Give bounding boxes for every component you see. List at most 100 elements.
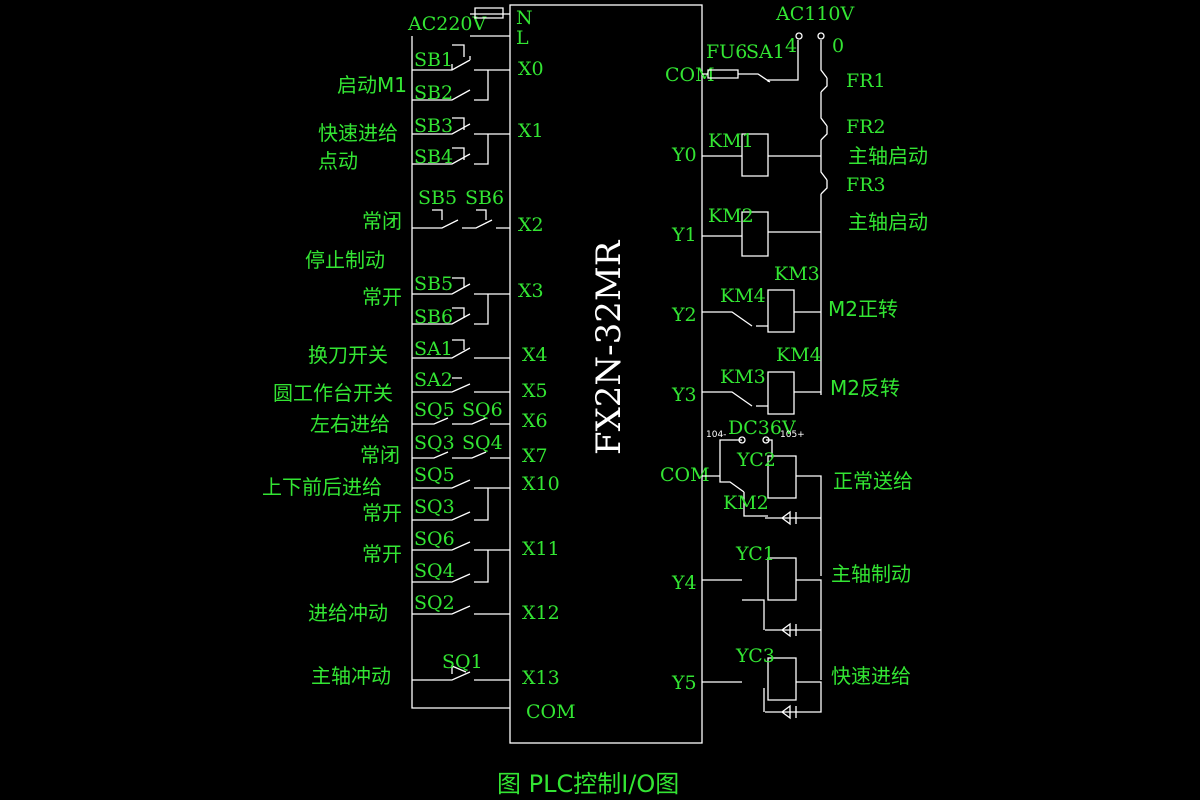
input-function-nc-2: 常闭 xyxy=(360,443,400,467)
input-device-sq3-no: SQ3 xyxy=(414,496,455,518)
input-device-sq5-nc: SQ5 xyxy=(414,399,455,421)
output-terminal-com-2: COM xyxy=(660,464,710,486)
output-terminal-y2: Y2 xyxy=(671,304,697,326)
output-terminal-com-1: COM xyxy=(665,64,715,86)
input-function-start-m1: 启动M1 xyxy=(337,73,407,97)
input-common-bus xyxy=(411,36,510,709)
input-function-feed-inching: 进给冲动 xyxy=(308,601,388,625)
input-device-sq1: SQ1 xyxy=(442,651,483,673)
output-function-spindle-start-2: 主轴启动 xyxy=(848,210,928,234)
ac220-label: AC220V xyxy=(407,13,487,35)
output-device-km3-contact: KM3 xyxy=(720,366,766,388)
input-function-vertical-feed: 上下前后进给 xyxy=(262,475,382,499)
output-terminal-y3: Y3 xyxy=(671,384,697,406)
input-device-sq5-no: SQ5 xyxy=(414,464,455,486)
input-function-spindle-inching: 主轴冲动 xyxy=(311,664,391,688)
plc-body xyxy=(509,4,703,744)
output-device-fr3: FR3 xyxy=(846,174,886,196)
output-device-km2: KM2 xyxy=(708,205,754,227)
dc36-label: DC36V xyxy=(728,417,796,439)
input-device-sa2: SA2 xyxy=(414,369,453,391)
input-device-sb3: SB3 xyxy=(414,115,453,137)
input-terminal-x4: X4 xyxy=(522,344,548,366)
ac220-wiring xyxy=(470,7,510,37)
output-function-normal-feed: 正常送给 xyxy=(833,469,913,493)
output-terminal-y1: Y1 xyxy=(671,224,697,246)
input-terminal-x11: X11 xyxy=(522,538,560,560)
input-terminal-x0: X0 xyxy=(518,58,544,80)
input-function-left-right-feed: 左右进给 xyxy=(310,412,390,436)
output-device-km2-contact: KM2 xyxy=(723,492,769,514)
input-terminal-x7: X7 xyxy=(522,445,548,467)
input-terminal-x6: X6 xyxy=(522,410,548,432)
input-terminal-x10: X10 xyxy=(522,473,560,495)
output-device-fu6: FU6 xyxy=(706,41,747,63)
output-device-yc3: YC3 xyxy=(735,645,775,667)
input-function-no-1: 常开 xyxy=(362,285,402,309)
output-device-km4-coil: KM4 xyxy=(776,344,822,366)
ac110-terminal-0: 0 xyxy=(832,35,844,57)
input-terminal-x13: X13 xyxy=(522,667,560,689)
input-terminal-com: COM xyxy=(526,701,576,723)
output-device-fr2: FR2 xyxy=(846,116,886,138)
output-device-km1: KM1 xyxy=(708,130,754,152)
output-terminal-y5: Y5 xyxy=(671,672,697,694)
dc-positive-label: 105+ xyxy=(780,430,805,440)
input-device-sb6-nc: SB6 xyxy=(465,187,504,209)
output-device-km3-coil: KM3 xyxy=(774,263,820,285)
output-function-m2-reverse: M2反转 xyxy=(830,376,900,400)
input-device-sb2: SB2 xyxy=(414,82,453,104)
input-device-sb5-nc: SB5 xyxy=(418,187,457,209)
input-wiring xyxy=(412,44,510,681)
ac110-terminal-4: 4 xyxy=(785,35,797,57)
output-device-fr1: FR1 xyxy=(846,70,886,92)
input-device-sq2: SQ2 xyxy=(414,592,455,614)
output-terminal-y0: Y0 xyxy=(671,144,697,166)
input-terminal-x3: X3 xyxy=(518,280,544,302)
terminal-4-node xyxy=(795,32,803,40)
terminal-l: L xyxy=(516,27,529,49)
input-function-stop-brake: 停止制动 xyxy=(305,248,385,272)
terminal-n: N xyxy=(516,7,533,29)
input-function-nc-1: 常闭 xyxy=(362,209,402,233)
output-terminal-y4: Y4 xyxy=(671,572,697,594)
input-terminal-x1: X1 xyxy=(518,120,544,142)
input-device-sq6-nc: SQ6 xyxy=(462,399,503,421)
output-device-yc2: YC2 xyxy=(736,449,776,471)
terminal-0-node xyxy=(817,32,825,40)
output-wiring xyxy=(702,40,828,720)
input-device-sq4-nc: SQ4 xyxy=(462,432,503,454)
input-device-sb4: SB4 xyxy=(414,146,453,168)
input-terminal-x5: X5 xyxy=(522,380,548,402)
dc-negative-node xyxy=(738,436,746,444)
input-function-rapid-feed: 快速进给 xyxy=(318,121,398,145)
input-function-rotary-table-switch: 圆工作台开关 xyxy=(273,381,393,405)
diagram-caption: 图 PLC控制I/O图 xyxy=(497,770,679,798)
plc-model-label: FX2N-32MR xyxy=(589,239,629,455)
input-device-sq6-no: SQ6 xyxy=(414,528,455,550)
output-device-yc1: YC1 xyxy=(735,543,775,565)
dc-positive-node xyxy=(762,436,770,444)
input-terminal-x2: X2 xyxy=(518,214,544,236)
input-device-sb6-no: SB6 xyxy=(414,306,453,328)
output-function-rapid-feed: 快速进给 xyxy=(831,664,911,688)
output-function-spindle-start-1: 主轴启动 xyxy=(848,144,928,168)
output-function-m2-forward: M2正转 xyxy=(828,297,898,321)
input-device-sb1: SB1 xyxy=(414,49,453,71)
input-function-jog: 点动 xyxy=(318,149,358,173)
output-device-km4-contact: KM4 xyxy=(720,285,766,307)
ac110-label: AC110V xyxy=(775,3,855,25)
output-device-sa1: SA1 xyxy=(746,41,785,63)
dc-negative-label: 104- xyxy=(706,430,726,440)
input-device-sq4-no: SQ4 xyxy=(414,560,455,582)
input-function-tool-change-switch: 换刀开关 xyxy=(308,343,388,367)
input-device-sb5-no: SB5 xyxy=(414,273,453,295)
input-function-no-3: 常开 xyxy=(362,542,402,566)
output-function-spindle-brake: 主轴制动 xyxy=(831,562,911,586)
input-terminal-x12: X12 xyxy=(522,602,560,624)
input-device-sq3-nc: SQ3 xyxy=(414,432,455,454)
input-device-sa1: SA1 xyxy=(414,338,453,360)
input-function-no-2: 常开 xyxy=(362,501,402,525)
